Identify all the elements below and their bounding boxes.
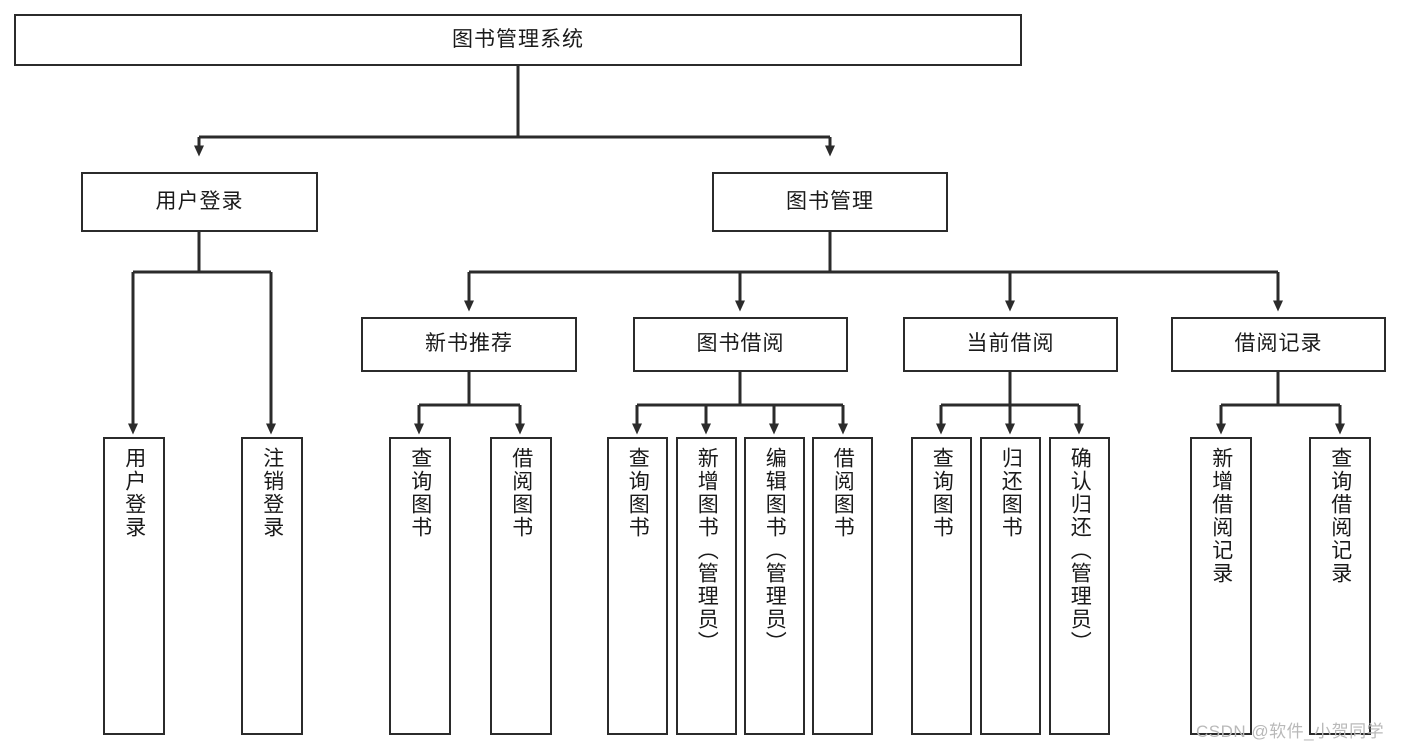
node-leaf-query-book-3[interactable]: 查询图书 bbox=[911, 437, 972, 735]
node-leaf-return-book-label: 归还图书 bbox=[999, 447, 1023, 539]
node-leaf-user-login-label: 用户登录 bbox=[122, 447, 146, 539]
node-leaf-confirm-return[interactable]: 确认归还（管理员） bbox=[1049, 437, 1110, 735]
node-leaf-edit-book[interactable]: 编辑图书（管理员） bbox=[744, 437, 805, 735]
node-leaf-query-record[interactable]: 查询借阅记录 bbox=[1309, 437, 1371, 735]
node-leaf-query-book-2-label: 查询图书 bbox=[626, 447, 650, 539]
node-leaf-query-book-3-label: 查询图书 bbox=[930, 447, 954, 539]
node-book-borrow-label: 图书借阅 bbox=[696, 332, 785, 356]
node-leaf-edit-book-label: 编辑图书（管理员） bbox=[763, 447, 787, 654]
node-book-borrow[interactable]: 图书借阅 bbox=[633, 317, 848, 372]
node-borrow-record[interactable]: 借阅记录 bbox=[1171, 317, 1386, 372]
node-book-manage[interactable]: 图书管理 bbox=[712, 172, 948, 232]
node-leaf-add-book-label: 新增图书（管理员） bbox=[695, 447, 719, 654]
node-user-login[interactable]: 用户登录 bbox=[81, 172, 318, 232]
node-new-book-rec[interactable]: 新书推荐 bbox=[361, 317, 577, 372]
node-leaf-add-record[interactable]: 新增借阅记录 bbox=[1190, 437, 1252, 735]
node-leaf-logout[interactable]: 注销登录 bbox=[241, 437, 303, 735]
node-leaf-add-record-label: 新增借阅记录 bbox=[1209, 447, 1233, 585]
node-root[interactable]: 图书管理系统 bbox=[14, 14, 1022, 66]
node-leaf-query-book-1-label: 查询图书 bbox=[408, 447, 432, 539]
node-leaf-borrow-book-2[interactable]: 借阅图书 bbox=[812, 437, 873, 735]
node-leaf-borrow-book-1[interactable]: 借阅图书 bbox=[490, 437, 552, 735]
node-leaf-user-login[interactable]: 用户登录 bbox=[103, 437, 165, 735]
node-current-borrow-label: 当前借阅 bbox=[966, 332, 1055, 356]
node-leaf-query-record-label: 查询借阅记录 bbox=[1328, 447, 1352, 585]
csdn-watermark: CSDN @软件_小贺同学 bbox=[1196, 722, 1385, 741]
node-current-borrow[interactable]: 当前借阅 bbox=[903, 317, 1118, 372]
node-borrow-record-label: 借阅记录 bbox=[1234, 332, 1323, 356]
node-user-login-label: 用户登录 bbox=[155, 189, 244, 213]
node-leaf-confirm-return-label: 确认归还（管理员） bbox=[1068, 447, 1092, 654]
node-book-manage-label: 图书管理 bbox=[786, 189, 874, 213]
node-leaf-query-book-1[interactable]: 查询图书 bbox=[389, 437, 451, 735]
node-leaf-query-book-2[interactable]: 查询图书 bbox=[607, 437, 668, 735]
node-leaf-borrow-book-2-label: 借阅图书 bbox=[831, 447, 855, 539]
node-leaf-add-book[interactable]: 新增图书（管理员） bbox=[676, 437, 737, 735]
node-leaf-return-book[interactable]: 归还图书 bbox=[980, 437, 1041, 735]
node-leaf-borrow-book-1-label: 借阅图书 bbox=[509, 447, 533, 539]
node-leaf-logout-label: 注销登录 bbox=[260, 447, 284, 539]
node-new-book-rec-label: 新书推荐 bbox=[425, 332, 513, 356]
node-root-label: 图书管理系统 bbox=[452, 27, 584, 51]
